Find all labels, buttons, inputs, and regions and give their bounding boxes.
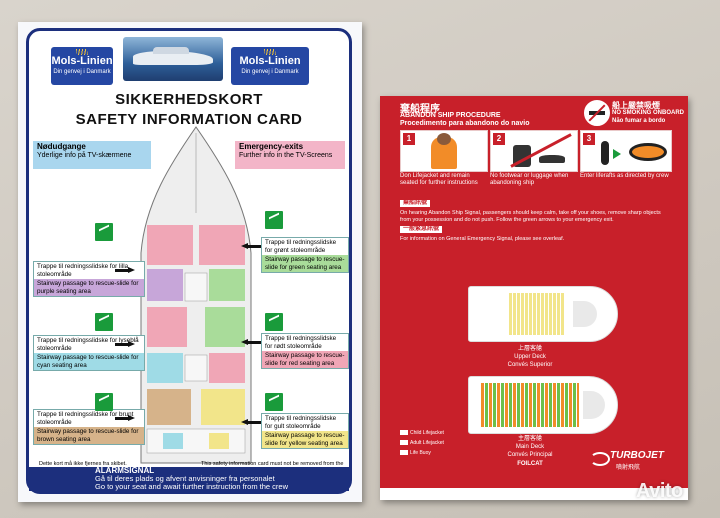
main-deck-plan	[468, 376, 618, 434]
step-2-illustration: 2	[490, 130, 578, 172]
brand-name: Mols-Linien	[51, 55, 113, 67]
alarm-signal-banner: ALARMSIGNAL Gå til deres plads og afvent…	[29, 467, 349, 491]
brand-logo-left: Mols-Linien Din genvej i Danmark	[51, 47, 113, 85]
box-text: Yderlige info på TV-skærmene	[37, 151, 132, 159]
upper-deck-english: Upper Deck	[514, 354, 546, 360]
emergency-exit-icon	[95, 223, 113, 241]
stair-english: Stairway passage to rescue-slide for red…	[262, 351, 348, 368]
step-3-text: Enter liferafts as directed by crew	[580, 173, 669, 179]
step-number: 3	[583, 133, 595, 145]
main-deck-chinese: 主層客艙	[517, 436, 542, 442]
no-smoking-english: NO SMOKING ONBOARD	[612, 110, 684, 116]
stairway-green: Trappe til redningsslidske for grønt sto…	[261, 237, 349, 273]
step-2-text: No footwear or luggage when abandoning s…	[490, 173, 569, 186]
emergency-heading: 一般緊急訊號	[400, 226, 443, 233]
alarm-danish: Gå til deres plads og afvent anvisninger…	[95, 474, 275, 483]
stairway-brown: Trappe til redningsslidske for brunt sto…	[33, 409, 145, 445]
title-english: SAFETY INFORMATION CARD	[75, 111, 303, 128]
emergency-exit-icon	[265, 393, 283, 411]
step-1-illustration: 1	[400, 130, 488, 172]
stairway-red: Trappe til redningsslidske for rødt stol…	[261, 333, 349, 369]
turbojet-safety-card: 棄船程序 ABANDON SHIP PROCEDURE Procedimento…	[380, 96, 688, 500]
stairway-purple: Trappe til redningsslidske for lilla sto…	[33, 261, 145, 297]
arrow-right-icon	[115, 415, 135, 422]
stair-english: Stairway passage to rescue-slide for gre…	[262, 255, 348, 272]
bottom-strip	[380, 488, 688, 500]
main-deck-seats	[481, 383, 579, 427]
arrow-right-icon	[115, 341, 135, 348]
shoe-icon	[539, 155, 565, 163]
step-1-text: Don Lifejacket and remain seated for fur…	[400, 173, 478, 186]
stair-danish: Trappe til redningsslidske for brunt sto…	[34, 410, 144, 427]
legend-item: Life Buoy	[400, 450, 431, 456]
brand-logo-right: Mols-Linien Din genvej i Danmark	[231, 47, 309, 85]
brand-tagline: Din genvej i Danmark	[53, 69, 111, 75]
ship-deck-plan	[140, 126, 252, 464]
brand-chinese: 噴射飛航	[616, 465, 641, 471]
arrow-right-icon	[115, 267, 135, 274]
emergency-exits-danish-box: Nødudgange Yderlige info på TV-skærmene	[33, 141, 151, 169]
ferry-photo	[123, 37, 223, 81]
emergency-exits-english-box: Emergency-exits Further info in the TV-S…	[235, 141, 345, 169]
alarm-title: ALARMSIGNAL	[95, 466, 155, 475]
avito-watermark: Avito	[636, 480, 683, 502]
person-icon	[601, 141, 609, 165]
stair-danish: Trappe til redningsslidske for gult stol…	[262, 414, 348, 431]
emergency-exit-icon	[265, 313, 283, 331]
no-smoking-icon	[584, 100, 610, 126]
vessel-type: FOILCAT	[517, 461, 543, 467]
stairway-yellow: Trappe til redningsslidske for gult stol…	[261, 413, 349, 449]
title-portuguese: Procedimento para abandono do navio	[400, 120, 530, 127]
brand-name: Mols-Linien	[239, 55, 301, 67]
title-chinese: 棄船程序	[400, 104, 440, 115]
legend-item: Adult Lifejacket	[400, 440, 444, 446]
arrow-left-icon	[241, 419, 261, 426]
legend-item: Child Lifejacket	[400, 430, 444, 436]
emergency-text: For information on General Emergency Sig…	[400, 236, 565, 242]
no-smoking-portuguese: Não fumar a bordo	[612, 118, 666, 124]
main-deck-portuguese: Convés Principal	[507, 452, 553, 458]
signal-text: On hearing Abandon Ship Signal, passenge…	[400, 210, 661, 223]
stair-english: Stairway passage to rescue-slide for yel…	[262, 431, 348, 448]
stair-danish: Trappe til redningsslidske for lyseblå s…	[34, 336, 144, 353]
brand-tagline: Din genvej i Danmark	[241, 69, 299, 75]
stair-danish: Trappe til redningsslidske for rødt stol…	[262, 334, 348, 351]
step-number: 1	[403, 133, 415, 145]
liferaft-icon	[629, 143, 667, 161]
upper-deck-seats	[509, 293, 565, 335]
title-danish: SIKKERHEDSKORT	[115, 91, 263, 108]
box-heading: Emergency-exits	[239, 142, 304, 151]
box-heading: Nødudgange	[37, 142, 86, 151]
emergency-exit-icon	[95, 393, 113, 411]
footer-danish: Dette kort må ikke fjernes fra skibet.	[39, 461, 127, 467]
box-text: Further info in the TV-Screens	[239, 151, 333, 159]
title-english: ABANDON SHIP PROCEDURE	[400, 112, 501, 119]
stair-danish: Trappe til redningsslidske for lilla sto…	[34, 262, 144, 279]
arrow-left-icon	[241, 339, 261, 346]
upper-deck-portuguese: Convés Superior	[507, 362, 553, 368]
step-number: 2	[493, 133, 505, 145]
card-frame: Mols-Linien Din genvej i Danmark Mols-Li…	[26, 28, 352, 494]
signal-heading: 棄船訊號	[400, 200, 431, 207]
main-deck-english: Main Deck	[515, 444, 545, 450]
emergency-exit-icon	[265, 211, 283, 229]
no-smoking-chinese: 船上嚴禁吸煙	[612, 101, 660, 110]
step-3-illustration: 3	[580, 130, 672, 172]
turbojet-logo-icon	[590, 452, 610, 466]
brand-name: TURBOJET	[610, 450, 664, 461]
upper-deck-chinese: 上層客艙	[517, 346, 542, 352]
stairway-cyan: Trappe til redningsslidske for lyseblå s…	[33, 335, 145, 371]
stair-english: Stairway passage to rescue-slide for bro…	[34, 427, 144, 444]
stair-english: Stairway passage to rescue-slide for cya…	[34, 353, 144, 370]
emergency-exit-icon	[95, 313, 113, 331]
arrow-left-icon	[241, 243, 261, 250]
mols-linien-safety-card: Mols-Linien Din genvej i Danmark Mols-Li…	[18, 22, 362, 502]
stair-english: Stairway passage to rescue-slide for pur…	[34, 279, 144, 296]
alarm-english: Go to your seat and await further instru…	[95, 482, 289, 491]
arrow-right-icon	[613, 149, 629, 159]
stair-danish: Trappe til redningsslidske for grønt sto…	[262, 238, 348, 255]
upper-deck-plan	[468, 286, 618, 342]
